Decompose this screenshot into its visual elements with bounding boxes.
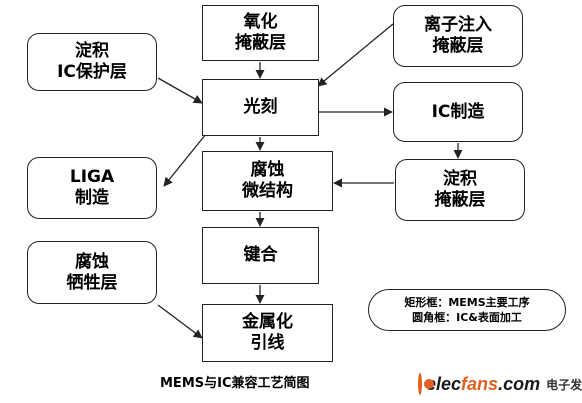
box-liga: LIGA 制造 bbox=[27, 157, 157, 219]
box-oxide-mask: 氧化 掩蔽层 bbox=[202, 5, 319, 61]
watermark-brand: elecfans.com bbox=[426, 374, 540, 395]
box-etch-microstructure: 腐蚀 微结构 bbox=[202, 151, 333, 211]
edge-sacrificial-to-metal bbox=[157, 304, 203, 339]
box-etch-sacrificial: 腐蚀 牺牲层 bbox=[27, 241, 157, 304]
box-deposit-mask: 淀积 掩蔽层 bbox=[395, 159, 525, 221]
box-ic-fabrication-line1: IC制造 bbox=[431, 101, 485, 122]
box-oxide-mask-line1: 氧化 bbox=[243, 12, 278, 32]
elecfans-logo-icon bbox=[418, 373, 434, 395]
box-deposit-mask-line1: 淀积 bbox=[443, 169, 477, 189]
box-etch-microstructure-line1: 腐蚀 bbox=[250, 160, 285, 180]
box-lithography-line1: 光刻 bbox=[243, 97, 278, 117]
box-ion-implant-mask-line2: 掩蔽层 bbox=[432, 36, 484, 56]
box-lithography: 光刻 bbox=[202, 79, 319, 136]
box-bonding: 键合 bbox=[202, 227, 319, 284]
legend: 矩形框：MEMS主要工序 圆角框：IC&表面加工 bbox=[368, 289, 566, 331]
watermark-brand-part2: fans bbox=[461, 373, 499, 394]
box-liga-line2: 制造 bbox=[75, 188, 109, 208]
box-ion-implant-mask-line1: 离子注入 bbox=[424, 15, 492, 35]
box-deposit-ic-protect: 淀积 IC保护层 bbox=[27, 33, 157, 91]
box-ion-implant-mask: 离子注入 掩蔽层 bbox=[393, 5, 523, 67]
box-etch-sacrificial-line2: 牺牲层 bbox=[66, 272, 118, 293]
watermark-brand-part3: .com bbox=[498, 373, 541, 394]
box-metallization-line1: 金属化 bbox=[242, 312, 293, 332]
box-deposit-mask-line2: 掩蔽层 bbox=[434, 190, 486, 210]
edge-litho-to-liga bbox=[163, 133, 207, 187]
box-liga-line1: LIGA bbox=[69, 167, 115, 187]
box-etch-microstructure-line2: 微结构 bbox=[242, 181, 293, 201]
box-ic-fabrication: IC制造 bbox=[393, 82, 523, 142]
watermark: elecfans.com 电子发烧友 bbox=[418, 370, 582, 398]
watermark-brand-part1: elec bbox=[426, 373, 462, 394]
edge-deposit-protect-to-litho bbox=[157, 77, 203, 104]
box-metallization-line2: 引线 bbox=[250, 333, 285, 353]
legend-round-meaning: 圆角框：IC&表面加工 bbox=[412, 311, 522, 324]
legend-rect-meaning: 矩形框：MEMS主要工序 bbox=[404, 296, 530, 309]
watermark-cn-text: 电子发烧友 bbox=[546, 377, 582, 392]
diagram-caption: MEMS与IC兼容工艺简图 bbox=[160, 376, 310, 391]
box-oxide-mask-line2: 掩蔽层 bbox=[235, 33, 286, 53]
box-deposit-ic-protect-line2: IC保护层 bbox=[57, 62, 127, 82]
box-deposit-ic-protect-line1: 淀积 bbox=[75, 41, 109, 61]
box-etch-sacrificial-line1: 腐蚀 bbox=[75, 251, 109, 272]
edge-ion-to-litho bbox=[317, 23, 394, 87]
box-metallization: 金属化 引线 bbox=[202, 304, 333, 362]
box-bonding-line1: 键合 bbox=[243, 245, 278, 265]
